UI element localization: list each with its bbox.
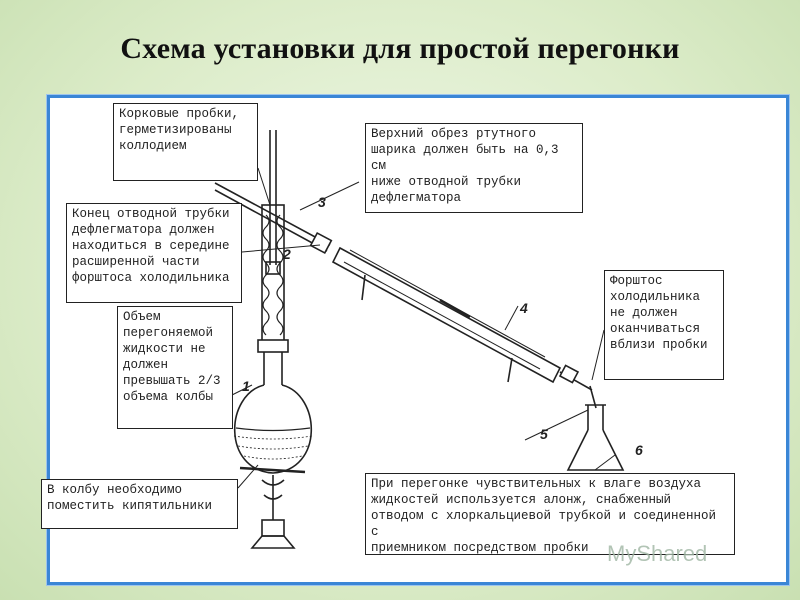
callout-moisture-sensitive: При перегонке чувствительных к влаге воз… bbox=[365, 473, 735, 555]
condenser bbox=[331, 246, 597, 409]
callout-thermometer-position: Верхний обрез ртутного шарика должен быт… bbox=[365, 123, 583, 213]
label-6-receiver: 6 bbox=[635, 442, 643, 458]
label-5-adapter: 5 bbox=[540, 426, 548, 442]
label-3-thermometer: 3 bbox=[318, 194, 326, 210]
side-arm-tube bbox=[214, 182, 333, 255]
leader-lines bbox=[231, 167, 616, 489]
callout-boiling-chips: В колбу необходимо поместить кипятильник… bbox=[41, 479, 238, 529]
thermometer bbox=[265, 130, 281, 275]
label-1-flask: 1 bbox=[242, 378, 250, 394]
receiving-flask bbox=[566, 404, 625, 471]
callout-condenser-end: Форштос холодильника не должен оканчиват… bbox=[604, 270, 724, 380]
label-4-condenser: 4 bbox=[520, 300, 528, 316]
round-bottom-flask bbox=[233, 352, 313, 474]
label-2-dephlegmator: 2 bbox=[283, 246, 291, 262]
callout-cork-stoppers: Корковые пробки, герметизированы коллоди… bbox=[113, 103, 258, 181]
callout-dephlegmator-end: Конец отводной трубки дефлегматора долже… bbox=[66, 203, 242, 303]
burner-stand bbox=[239, 466, 306, 549]
slide-title: Схема установки для простой перегонки bbox=[120, 32, 680, 65]
watermark-logo: MyShared bbox=[607, 541, 708, 566]
callout-liquid-volume: Объем перегоняемой жидкости не должен пр… bbox=[117, 306, 233, 429]
dephlegmator-column bbox=[257, 204, 289, 353]
